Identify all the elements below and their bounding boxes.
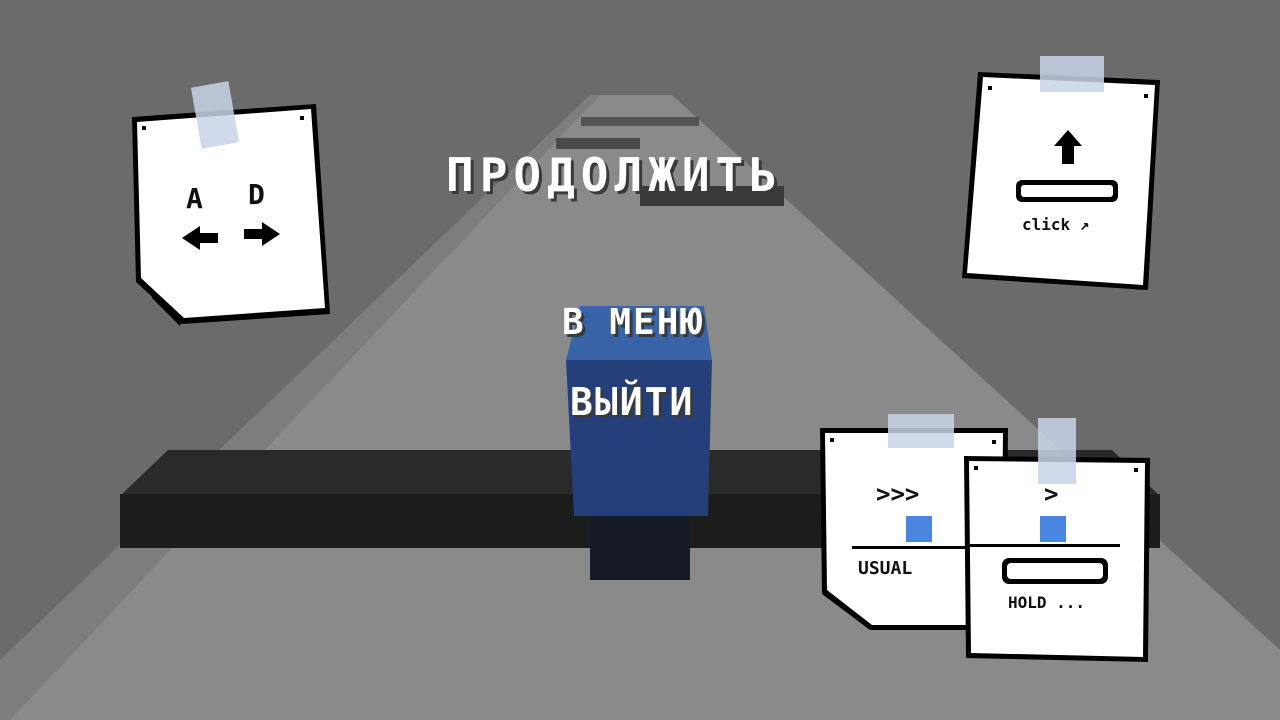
arrow-left-icon: [182, 226, 218, 250]
tape: [190, 81, 240, 149]
distant-platform: [640, 186, 784, 206]
hold-caption: HOLD ...: [1008, 593, 1085, 612]
arrow-right-icon: [244, 222, 280, 246]
divider: [852, 546, 990, 549]
player-shadow: [590, 516, 690, 580]
quit-button[interactable]: ВЫЙТИ: [570, 380, 695, 424]
key-a-label: A: [186, 182, 203, 215]
player-cube-top: [566, 306, 712, 360]
road-edge-shade: [0, 95, 600, 720]
speed-marker: [1040, 516, 1066, 542]
distant-platform: [581, 117, 699, 126]
arrow-up-icon: [1054, 130, 1082, 164]
note-jump: click ↗: [962, 56, 1160, 290]
distant-platform: [556, 138, 640, 149]
note-usual: >>> USUAL: [820, 414, 1008, 630]
main-menu-button[interactable]: В МЕНЮ: [562, 302, 705, 343]
tape: [1038, 418, 1076, 484]
note-hold: > HOLD ...: [964, 418, 1150, 662]
key-d-label: D: [248, 178, 265, 211]
continue-button[interactable]: ПРОДОЛЖИТЬ: [446, 148, 783, 202]
usual-caption: USUAL: [858, 558, 912, 579]
player-cube-front: [566, 360, 712, 516]
usual-speed-label: >>>: [876, 480, 919, 508]
jump-caption: click ↗: [1022, 215, 1089, 234]
note-move: A D: [132, 81, 330, 326]
tape: [888, 414, 954, 448]
hold-speed-label: >: [1044, 480, 1058, 508]
tape: [1040, 56, 1104, 92]
divider: [966, 544, 1120, 547]
speed-marker: [906, 516, 932, 542]
